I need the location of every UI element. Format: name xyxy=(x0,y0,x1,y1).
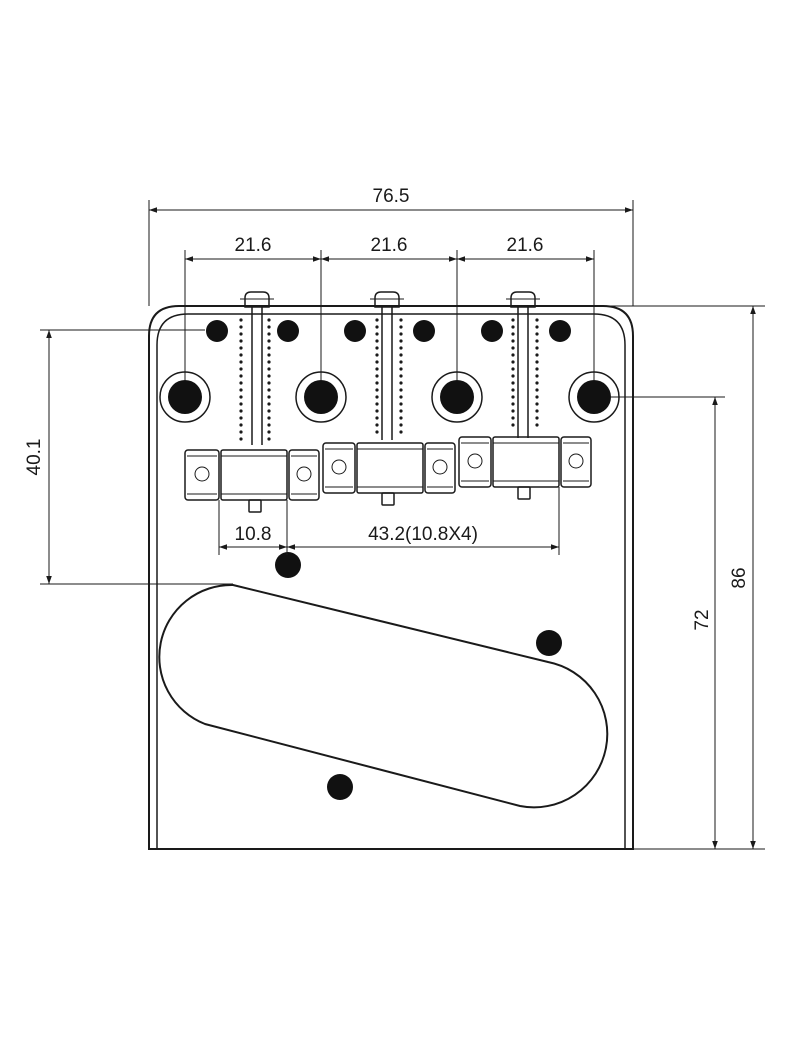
dim-string-spacing-label: 10.8 xyxy=(235,524,272,545)
dim-mount-hole-height-label: 72 xyxy=(692,609,713,630)
spring xyxy=(239,318,271,441)
dim-mount-to-pickup-label: 40.1 xyxy=(24,439,45,476)
saddle-assemblies xyxy=(184,291,592,513)
dim-string-spacing: 10.8 43.2(10.8X4) xyxy=(218,487,560,555)
dim-pitch-3-label: 21.6 xyxy=(507,235,544,256)
dim-overall-height: 86 xyxy=(603,305,765,849)
dim-mount-to-pickup: 40.1 xyxy=(24,329,233,585)
dim-overall-width: 76.5 xyxy=(148,186,634,306)
mount-hole-right xyxy=(536,630,562,656)
spring xyxy=(511,318,539,427)
mount-hole-lower xyxy=(327,774,353,800)
plate-holes xyxy=(275,552,562,800)
dimension-lines: 76.5 21.6 21.6 21.6 10.8 43.2(10.8X4) xyxy=(24,186,765,850)
mount-hole-upper xyxy=(275,552,301,578)
dim-overall-height-label: 86 xyxy=(729,567,750,588)
baseplate xyxy=(148,305,634,850)
small-holes-top xyxy=(206,320,571,342)
dim-overall-width-label: 76.5 xyxy=(373,186,410,207)
saddle-2 xyxy=(322,291,456,506)
dim-mount-hole-height: 72 xyxy=(610,396,765,850)
dim-total-spacing-label: 43.2(10.8X4) xyxy=(368,524,478,545)
dim-pitch-2-label: 21.6 xyxy=(371,235,408,256)
dim-pitch-1-label: 21.6 xyxy=(235,235,272,256)
spring xyxy=(375,318,403,434)
pickup-cutout xyxy=(158,583,609,809)
dim-saddle-pitch: 21.6 21.6 21.6 xyxy=(184,235,595,380)
saddle-1 xyxy=(184,291,320,513)
saddle-3 xyxy=(458,291,592,500)
string-through-holes xyxy=(159,371,620,423)
